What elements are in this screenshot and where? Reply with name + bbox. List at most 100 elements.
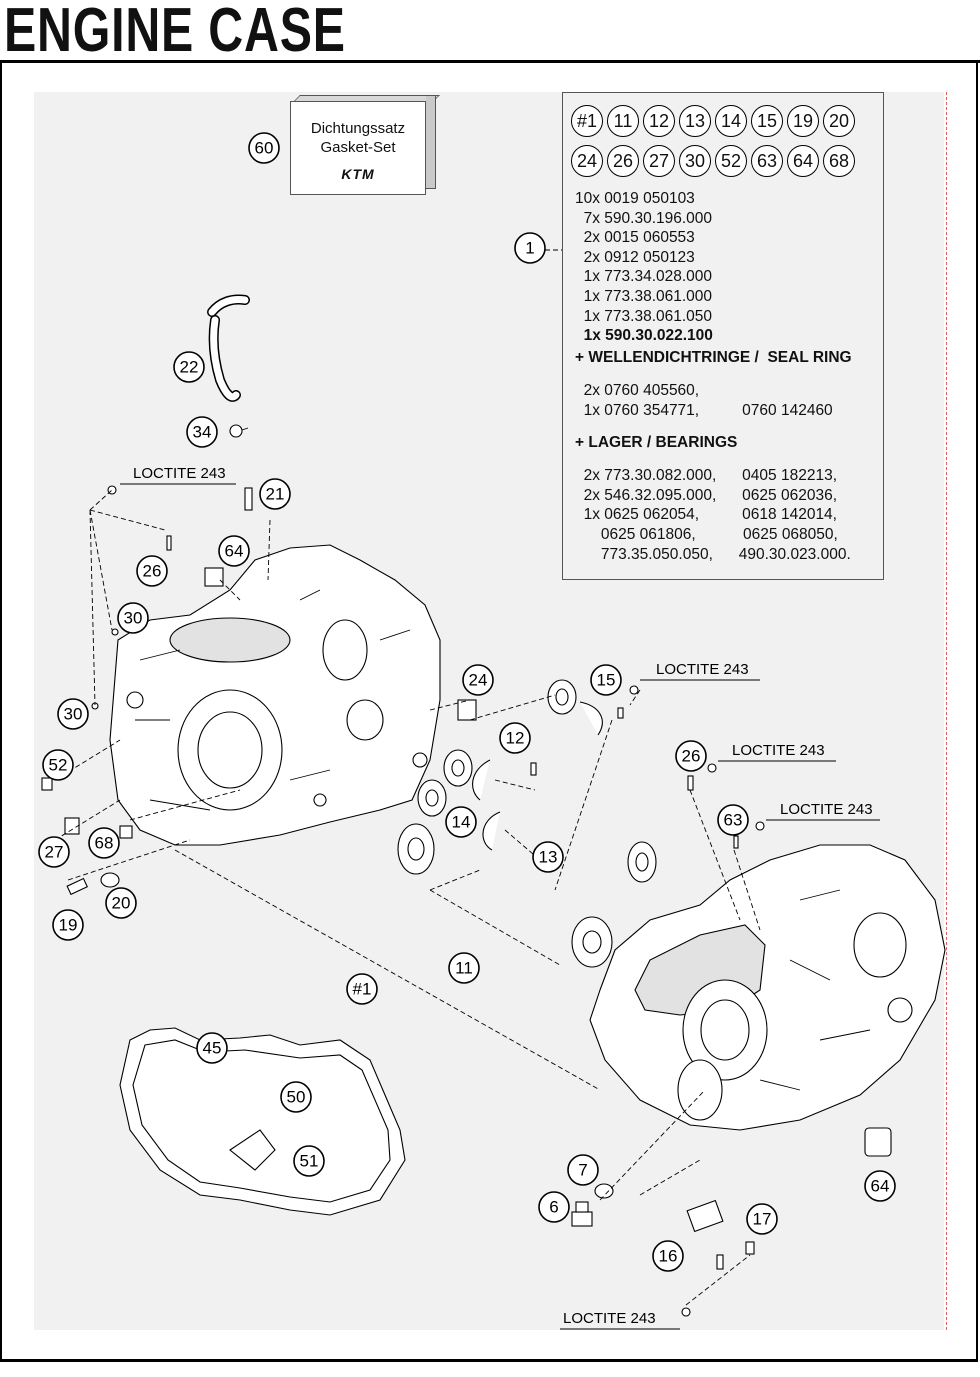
seal-ring-line: 1x 0760 354771, 0760 142460 [575,401,833,419]
kit-content-line: 1x 773.38.061.000 [575,287,713,305]
svg-text:20: 20 [112,894,131,913]
svg-text:52: 52 [49,756,68,775]
kit-spacer [575,421,852,431]
gasket-set-box: Dichtungssatz Gasket-Set KTM [290,95,440,195]
left-crankcase-half[interactable] [109,544,441,846]
svg-text:26: 26 [143,562,162,581]
kit-contents: 10x 0019 050103 7x 590.30.196.000 2x 001… [575,189,852,564]
crankcase-gasket[interactable] [119,1027,406,1216]
svg-text:22: 22 [180,358,199,377]
svg-text:30: 30 [124,609,143,628]
small-screws[interactable] [66,485,765,1317]
loctite-label: LOCTITE 243 [732,742,825,759]
svg-text:19: 19 [59,916,78,935]
svg-text:6: 6 [549,1198,558,1217]
kit-content-line: 7x 590.30.196.000 [575,209,713,227]
bearing-line: 773.35.050.050, 490.30.023.000. [575,545,851,563]
kit-part-circle: 12 [643,105,675,137]
seal-ring-line: 2x 0760 405560, [575,382,700,400]
kit-part-circle: #1 [571,105,603,137]
callout-11: 11 [448,952,480,984]
svg-text:60: 60 [255,139,274,158]
svg-text:1: 1 [525,239,534,258]
callout-30: 30 [57,698,89,730]
loctite-label: LOCTITE 243 [656,661,749,678]
svg-text:51: 51 [300,1152,319,1171]
svg-text:64: 64 [871,1177,890,1196]
svg-text:34: 34 [193,423,212,442]
callout-12: 12 [499,722,531,754]
callout-63: 63 [717,804,749,836]
callout-16: 16 [652,1240,684,1272]
gasket-box-side [426,95,436,189]
gasket-box-front: Dichtungssatz Gasket-Set KTM [290,101,426,195]
svg-text:7: 7 [578,1161,587,1180]
kit-content-line: 2x 0015 060553 [575,229,695,247]
kit-part-circle: 19 [787,105,819,137]
title-rule [0,60,980,63]
kit-part-circle: 52 [715,145,747,177]
bearing-line: 1x 0625 062054, 0618 142014, [575,506,837,524]
callout-13: 13 [532,841,564,873]
callout-51: 51 [293,1145,325,1177]
bearings-and-seals[interactable] [64,567,892,1157]
svg-text:#1: #1 [353,980,372,999]
loctite-label: LOCTITE 243 [133,465,226,482]
kit-part-circle: 15 [751,105,783,137]
kit-content-line: 1x 590.30.022.100 [575,327,713,345]
svg-text:68: 68 [95,834,114,853]
kit-spacer [575,371,852,381]
circlips[interactable] [472,701,603,851]
kit-spacer [575,456,852,466]
callout-kit-1: #1 [346,973,378,1005]
callout-60: 60 [248,132,280,164]
callout-7: 7 [567,1154,599,1186]
callout-6: 6 [538,1191,570,1223]
svg-text:45: 45 [203,1039,222,1058]
callout-26: 26 [675,740,707,772]
kit-part-circle: 11 [607,105,639,137]
hose-clip[interactable] [229,424,249,438]
callout-24: 24 [462,664,494,696]
gasket-label-de: Dichtungssatz [310,120,406,137]
svg-text:12: 12 [506,729,525,748]
callout-30: 30 [117,602,149,634]
svg-text:14: 14 [452,813,471,832]
callout-64: 64 [218,535,250,567]
callout-26: 26 [136,555,168,587]
svg-text:64: 64 [225,542,244,561]
callout-22: 22 [173,351,205,383]
svg-text:21: 21 [266,485,285,504]
seal-ring-heading: + WELLENDICHTRINGE / SEAL RING [575,348,852,366]
callout-27: 27 [38,836,70,868]
callout-34: 34 [186,416,218,448]
kit-content-line: 2x 0912 050123 [575,248,695,266]
callout-19: 19 [52,909,84,941]
svg-text:26: 26 [682,747,701,766]
gasket-label-en: Gasket-Set [320,139,396,156]
callout-1: 1 [514,232,546,264]
breather-hose[interactable] [207,294,250,402]
loctite-labels: LOCTITE 243 LOCTITE 243 LOCTITE 243 LOCT… [120,465,880,1330]
kit-part-circle: 30 [679,145,711,177]
callout-14: 14 [445,806,477,838]
kit-part-circle: 20 [823,105,855,137]
kit-content-line: 10x 0019 050103 [575,190,695,207]
kit-content-line: 1x 773.38.061.050 [575,307,713,325]
callout-50: 50 [280,1081,312,1113]
svg-text:11: 11 [455,959,473,978]
callout-21: 21 [259,478,291,510]
kit-content-line: 1x 773.34.028.000 [575,268,713,286]
callout-52: 52 [42,749,74,781]
svg-text:50: 50 [287,1088,306,1107]
callout-68: 68 [88,827,120,859]
bearings-heading: + LAGER / BEARINGS [575,433,738,451]
kit-part-circle: 26 [607,145,639,177]
kit-part-circle: 14 [715,105,747,137]
callout-20: 20 [105,887,137,919]
bearing-line: 2x 773.30.082.000, 0405 182213, [575,467,837,485]
washers-and-plugs[interactable] [41,777,724,1233]
right-crankcase-half[interactable] [589,844,946,1131]
svg-text:30: 30 [64,705,83,724]
